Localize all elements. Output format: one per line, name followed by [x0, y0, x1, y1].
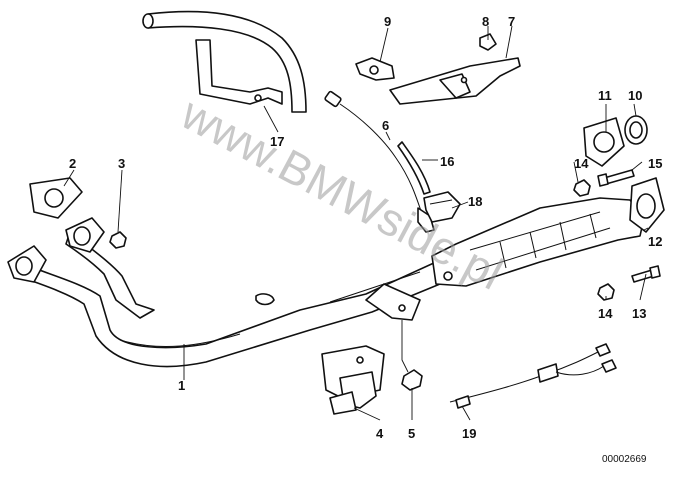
callout-9: 9 [384, 14, 391, 29]
part-5-nut [401, 369, 423, 391]
callout-4: 4 [376, 426, 384, 441]
part-13-bolt [631, 265, 661, 283]
part-14-nut-lower [597, 283, 615, 301]
part-14-nut-upper [573, 179, 591, 197]
part-2-gasket [29, 177, 83, 219]
part-18-clamp [423, 191, 461, 223]
callout-14-upper: 14 [574, 156, 589, 171]
part-17-bracket-pipe [142, 10, 307, 113]
leader-lines [63, 25, 649, 421]
callout-8: 8 [482, 14, 489, 29]
callout-labels: 1 2 3 4 5 6 7 8 9 10 11 12 13 14 14 15 1… [69, 14, 662, 441]
callout-7: 7 [508, 14, 515, 29]
diagram-code: 00002669 [602, 454, 647, 465]
callout-12: 12 [648, 234, 662, 249]
catalytic-converter [431, 197, 645, 287]
part-11-flange [583, 117, 625, 167]
callout-6: 6 [382, 118, 389, 133]
callout-11: 11 [598, 88, 612, 103]
callout-13: 13 [632, 306, 646, 321]
callout-15: 15 [648, 156, 662, 171]
part-12-outlet-flange [629, 177, 665, 233]
watermark-text: www.BMWside.pl [172, 86, 511, 299]
part-1-exhaust-pipe [17, 231, 441, 368]
callout-19: 19 [462, 426, 476, 441]
callout-14-lower: 14 [598, 306, 613, 321]
part-19-sensor-cable [449, 343, 617, 409]
callout-3: 3 [118, 156, 125, 171]
part-3-nut [109, 231, 127, 249]
callout-10: 10 [628, 88, 642, 103]
callout-16: 16 [440, 154, 454, 169]
part-6-oxygen-sensor [324, 90, 435, 233]
callout-2: 2 [69, 156, 76, 171]
callout-1: 1 [178, 378, 185, 393]
callout-17: 17 [270, 134, 284, 149]
callout-18: 18 [468, 194, 482, 209]
part-15-bolt [597, 169, 635, 187]
part-16-hose [397, 141, 431, 195]
callout-5: 5 [408, 426, 415, 441]
part-10-seal-ring [624, 115, 648, 145]
pipe-inlet-flanges [7, 217, 105, 283]
part-7-hanger-bracket [355, 33, 521, 105]
part-4-rubber-mount [321, 345, 385, 415]
